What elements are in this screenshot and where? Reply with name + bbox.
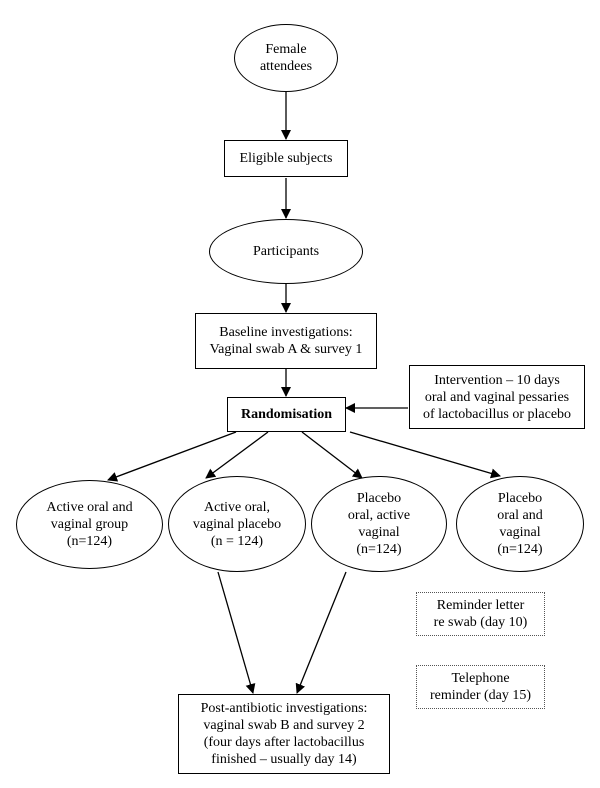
eligible-subjects-node: Eligible subjects <box>224 140 348 177</box>
reminder-letter-note: Reminder letter re swab (day 10) <box>416 592 545 636</box>
female-attendees-node: Female attendees <box>234 24 338 92</box>
baseline-investigations-node: Baseline investigations: Vaginal swab A … <box>195 313 377 369</box>
arrow-group-3-to-post <box>295 571 347 694</box>
arrow-randomisation-to-group-4 <box>349 431 501 479</box>
participants-node: Participants <box>209 219 363 284</box>
intervention-node: Intervention – 10 days oral and vaginal … <box>409 365 585 429</box>
arrow-group-2-to-post <box>217 571 256 694</box>
randomisation-node: Randomisation <box>227 397 346 432</box>
group-active-oral-vaginal-placebo: Active oral, vaginal placebo (n = 124) <box>168 476 306 572</box>
telephone-reminder-note: Telephone reminder (day 15) <box>416 665 545 709</box>
group-active-oral-vaginal: Active oral and vaginal group (n=124) <box>16 480 163 569</box>
group-placebo-oral-active-vaginal: Placebo oral, active vaginal (n=124) <box>311 476 447 572</box>
arrow-randomisation-to-group-3 <box>301 431 363 479</box>
post-antibiotic-investigations-node: Post-antibiotic investigations: vaginal … <box>178 694 390 774</box>
arrow-randomisation-to-group-2 <box>205 431 269 479</box>
arrow-randomisation-to-group-1 <box>107 431 237 482</box>
group-placebo-oral-vaginal: Placebo oral and vaginal (n=124) <box>456 476 584 572</box>
